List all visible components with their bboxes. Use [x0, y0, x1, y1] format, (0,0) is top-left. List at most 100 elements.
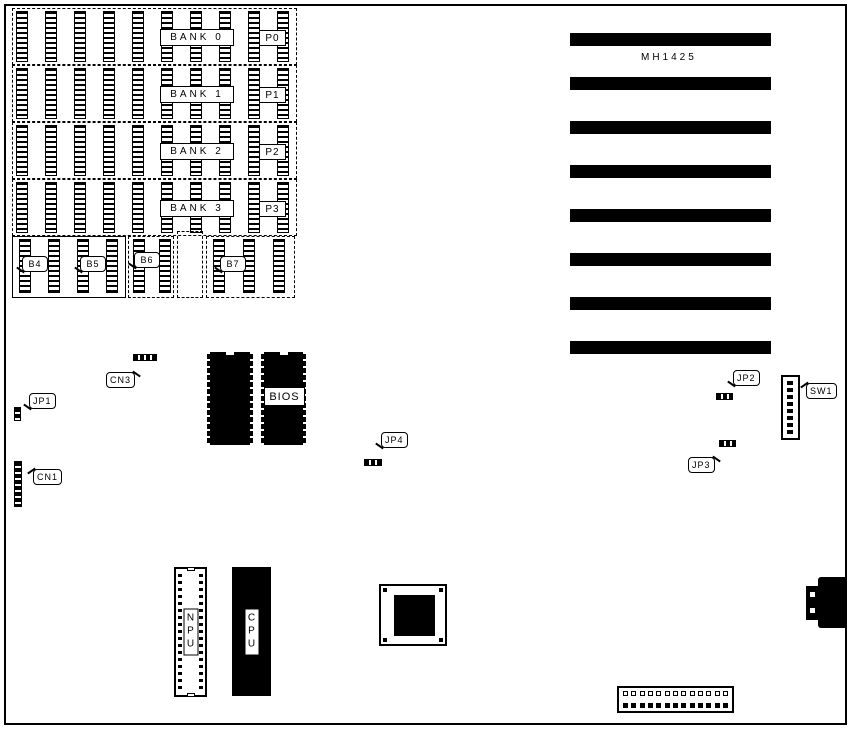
dip-switch-position — [787, 423, 793, 427]
power-pin — [656, 691, 662, 696]
label-jp2: JP2 — [733, 370, 760, 386]
jp3-jumper — [719, 440, 736, 447]
label-cn1: CN1 — [33, 469, 63, 485]
cn3-connector — [133, 354, 157, 361]
power-pin — [664, 691, 670, 696]
memory-bank-row-0 — [12, 8, 297, 65]
label-bank1: BANK 1 — [160, 86, 234, 103]
power-pin — [689, 703, 695, 708]
power-pin — [623, 691, 628, 696]
dip-switch-position — [787, 409, 793, 413]
power-pin — [697, 691, 703, 696]
memory-subgroup-b7 — [206, 236, 295, 298]
memory-chip — [16, 182, 28, 233]
memory-chip — [103, 68, 115, 119]
memory-chip — [45, 125, 57, 176]
memory-chip — [132, 125, 144, 176]
memory-chip — [16, 68, 28, 119]
keyboard-connector-pin — [810, 592, 815, 597]
label-jp3: JP3 — [688, 457, 715, 473]
power-pin — [714, 691, 720, 696]
dip-switch-position — [787, 388, 793, 392]
power-pin — [647, 703, 653, 708]
plcc-socket — [379, 584, 447, 646]
board-outline — [4, 4, 847, 725]
power-pin — [672, 703, 678, 708]
power-pin — [639, 703, 645, 708]
label-cpu: CPU — [244, 608, 259, 655]
memory-chip — [16, 125, 28, 176]
isa-slot — [570, 121, 771, 134]
power-pin — [689, 691, 695, 696]
label-jp4: JP4 — [381, 432, 408, 448]
dip-switch-position — [787, 416, 793, 420]
plcc-corner-mark — [439, 588, 443, 592]
plcc-corner-mark — [383, 588, 387, 592]
memory-chip — [103, 11, 115, 62]
isa-slot — [570, 297, 771, 310]
label-bank3: BANK 3 — [160, 200, 234, 217]
power-pin — [647, 691, 653, 696]
dip-switch-position — [787, 381, 793, 385]
memory-chip — [45, 182, 57, 233]
label-p2: P2 — [259, 144, 286, 160]
memory-chip — [103, 182, 115, 233]
label-b5: B5 — [80, 256, 106, 272]
power-pin — [722, 703, 728, 708]
label-p1: P1 — [259, 87, 286, 103]
memory-subgroup-empty — [177, 231, 203, 298]
power-pin-row-top — [623, 691, 728, 696]
plcc-chip — [394, 595, 435, 636]
npu-pin-column-right — [199, 574, 203, 690]
label-bank2: BANK 2 — [160, 143, 234, 160]
dip-switch-position — [787, 430, 793, 434]
npu-notch-top — [186, 567, 195, 571]
label-bios: BIOS — [264, 387, 305, 406]
label-bank0: BANK 0 — [160, 29, 234, 46]
memory-bank-row-2 — [12, 122, 297, 179]
memory-chip — [74, 68, 86, 119]
label-npu: NPU — [183, 608, 198, 656]
power-pin — [672, 691, 678, 696]
isa-slot — [570, 77, 771, 90]
dip-switch-position — [787, 395, 793, 399]
memory-chip — [48, 239, 60, 293]
isa-slot — [570, 209, 771, 222]
keyboard-connector — [818, 577, 847, 628]
memory-chip — [45, 68, 57, 119]
label-jp1: JP1 — [29, 393, 56, 409]
npu-socket: NPU — [174, 567, 207, 697]
npu-pin-column-left — [178, 574, 182, 690]
label-model-number: MH1425 — [641, 52, 697, 63]
isa-slot — [570, 253, 771, 266]
cpu-chip: CPU — [232, 567, 271, 696]
keyboard-connector-step — [806, 586, 819, 620]
jp2-jumper — [716, 393, 733, 400]
power-pin — [706, 703, 712, 708]
label-p3: P3 — [259, 201, 286, 217]
memory-chip — [106, 239, 118, 293]
isa-slot — [570, 341, 771, 354]
power-pin — [664, 703, 670, 708]
isa-slot — [570, 165, 771, 178]
power-pin-row-bottom — [623, 703, 728, 708]
memory-chip — [132, 68, 144, 119]
label-b7: B7 — [220, 256, 246, 272]
power-pin — [681, 691, 687, 696]
label-sw1: SW1 — [806, 383, 837, 399]
jp1-jumper — [14, 407, 21, 421]
memory-bank-row-1 — [12, 65, 297, 122]
memory-chip — [16, 11, 28, 62]
power-pin — [656, 703, 662, 708]
memory-chip — [74, 182, 86, 233]
memory-chip — [103, 125, 115, 176]
power-pin — [722, 691, 728, 696]
label-b6: B6 — [134, 252, 160, 268]
power-pin — [681, 703, 687, 708]
rom-chip — [207, 352, 253, 445]
cn1-connector — [14, 461, 22, 507]
power-pin — [639, 691, 645, 696]
dip-switch-sw1 — [781, 375, 800, 440]
keyboard-connector-pin — [810, 608, 815, 613]
